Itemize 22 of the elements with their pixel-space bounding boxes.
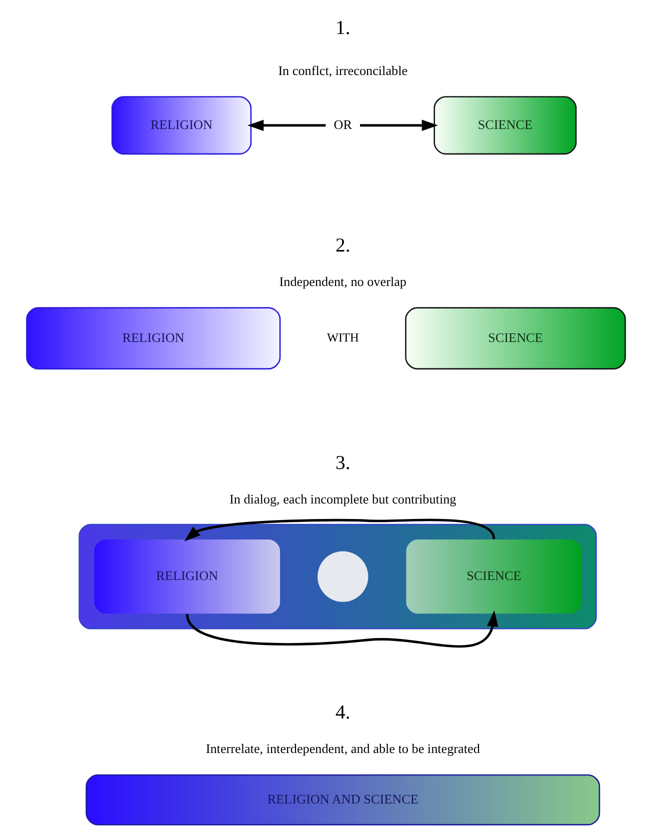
arrow [360,120,438,131]
node-text: OR [334,116,352,132]
label: 2. [336,234,350,256]
node-box: SCIENCE [434,96,577,155]
node-box: RELIGION [111,96,252,155]
node-box: RELIGION [26,307,281,370]
node-box: SCIENCE [405,307,626,370]
arrow [186,610,498,648]
node-circle [318,551,368,602]
label: 4. [336,702,350,724]
arrow [184,518,496,542]
label: In conflct, irreconcilable [278,62,408,78]
label: 3. [336,452,350,474]
label: 1. [336,17,350,40]
arrow [247,120,326,131]
label: Interrelate, interdependent, and able to be integrated [206,741,480,756]
node-box: SCIENCE [406,540,582,614]
label: WITH [326,330,359,344]
label: Independent, no overlap [279,274,406,289]
node-box: RELIGION [94,540,280,614]
label: In dialog, each incomplete but contributing [230,492,456,507]
node-box: RELIGION AND SCIENCE [86,774,600,826]
